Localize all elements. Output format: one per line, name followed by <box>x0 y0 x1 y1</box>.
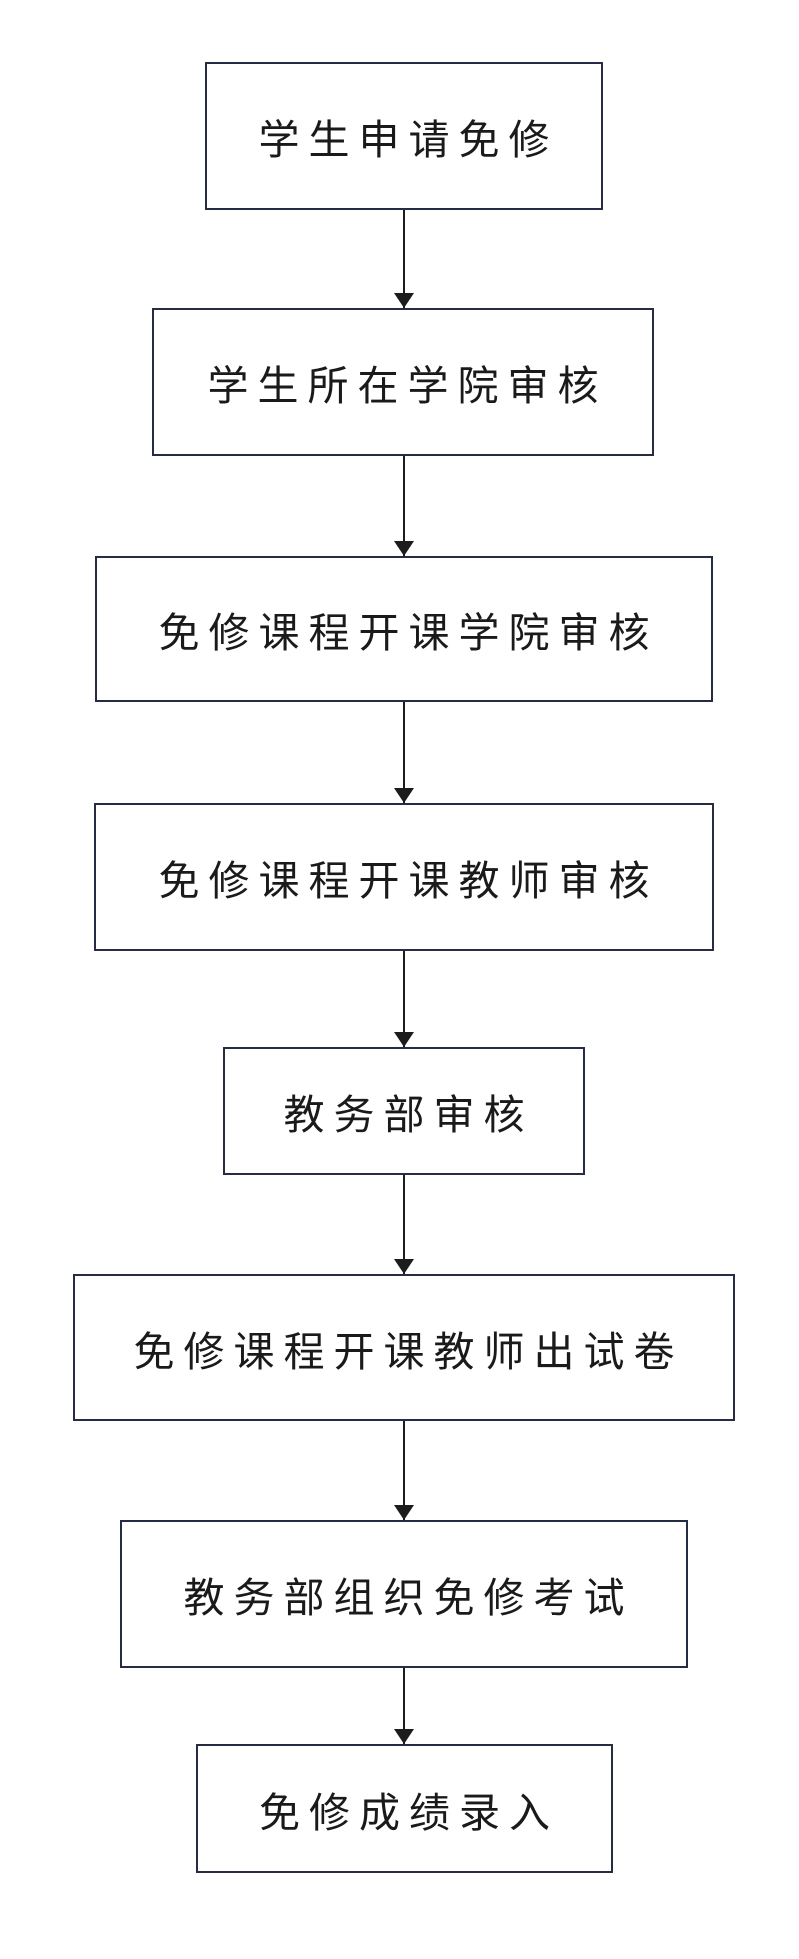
arrow-down-icon <box>403 210 405 308</box>
arrow-down-icon <box>403 951 405 1047</box>
flow-node-label: 免修课程开课学院审核 <box>158 610 659 656</box>
flow-node-label: 学生所在学院审核 <box>207 363 608 409</box>
flow-node-student-college-review: 学生所在学院审核 <box>152 308 654 456</box>
flow-node-academic-affairs-review: 教务部审核 <box>223 1047 585 1175</box>
flow-node-label: 教务部审核 <box>283 1092 534 1138</box>
arrow-down-icon <box>403 1421 405 1520</box>
arrow-down-icon <box>403 1668 405 1744</box>
flow-node-course-college-review: 免修课程开课学院审核 <box>95 556 713 702</box>
flow-node-course-teacher-review: 免修课程开课教师审核 <box>94 803 714 951</box>
flow-node-label: 免修成绩录入 <box>259 1789 559 1836</box>
arrow-down-icon <box>403 702 405 803</box>
arrow-down-icon <box>403 456 405 556</box>
flow-node-label: 教务部组织免修考试 <box>183 1575 634 1621</box>
flow-node-grade-entry: 免修成绩录入 <box>196 1744 613 1873</box>
flow-node-student-apply: 学生申请免修 <box>205 62 603 210</box>
flow-node-organize-exam: 教务部组织免修考试 <box>120 1520 688 1668</box>
flow-node-label: 免修课程开课教师出试卷 <box>133 1328 684 1375</box>
flow-node-teacher-prepare-exam: 免修课程开课教师出试卷 <box>73 1274 735 1421</box>
arrow-down-icon <box>403 1175 405 1274</box>
flow-node-label: 免修课程开课教师审核 <box>158 858 659 904</box>
flow-node-label: 学生申请免修 <box>258 117 559 163</box>
